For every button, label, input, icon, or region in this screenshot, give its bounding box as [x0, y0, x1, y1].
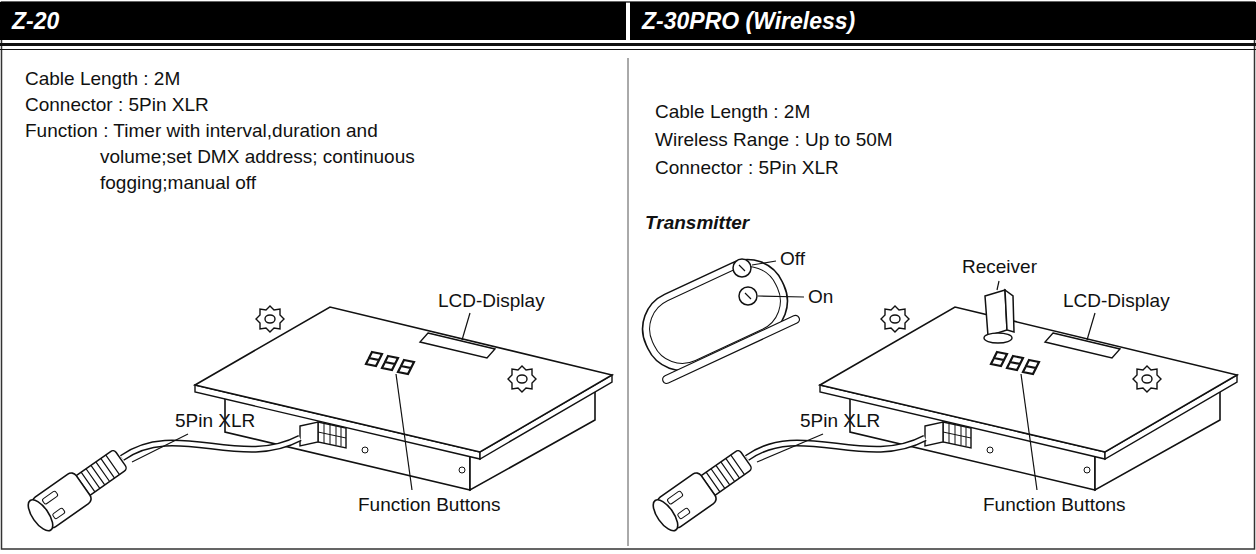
part-heading: Transmitter — [645, 210, 749, 236]
button-label: Off — [780, 246, 805, 272]
spec-line: Connector : 5Pin XLR — [25, 92, 209, 118]
button-label: On — [808, 284, 833, 310]
part-label: 5Pin XLR — [800, 408, 880, 434]
header-title: Z-30PRO (Wireless) — [630, 2, 1256, 40]
part-label: LCD-Display — [1063, 288, 1170, 314]
part-label: Function Buttons — [983, 492, 1126, 518]
spec-line: Cable Length : 2M — [655, 99, 810, 125]
part-label: LCD-Display — [438, 288, 545, 314]
spec-line: Function : Timer with interval,duration … — [25, 118, 445, 196]
header-title: Z-20 — [0, 2, 626, 40]
spec-line: Connector : 5Pin XLR — [655, 155, 839, 181]
header-band: Z-30PRO (Wireless) — [630, 2, 1256, 40]
spec-line: Cable Length : 2M — [25, 66, 180, 92]
transmitter-fob — [630, 247, 801, 385]
spec-line: Wireless Range : Up to 50M — [655, 127, 893, 153]
part-label: Function Buttons — [358, 492, 501, 518]
header-band: Z-20 — [0, 2, 626, 40]
part-label: Receiver — [962, 254, 1037, 280]
leader-lines — [132, 261, 1095, 490]
controller-z20 — [24, 306, 612, 535]
receiver-antenna — [984, 290, 1014, 343]
part-label: 5Pin XLR — [175, 408, 255, 434]
